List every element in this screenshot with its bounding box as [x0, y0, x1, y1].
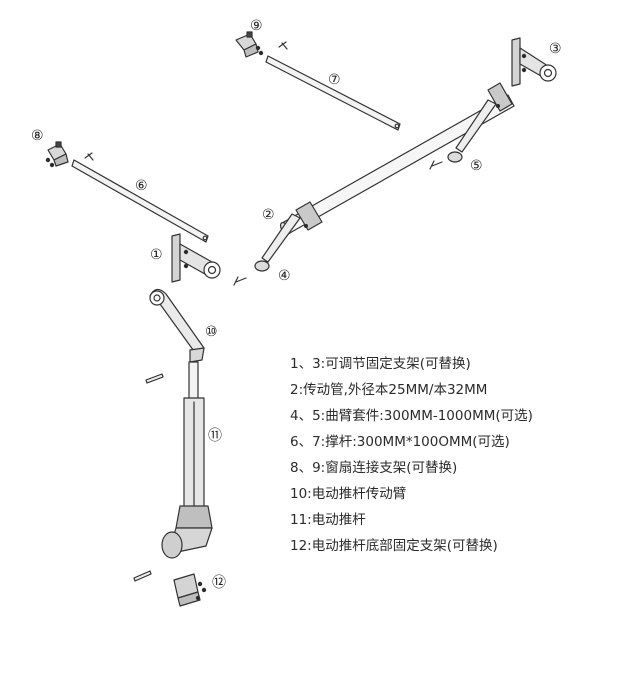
pin-lower [133, 570, 152, 582]
legend-item: 8、9:窗扇连接支架(可替换) [290, 460, 458, 476]
base-bracket-12 [173, 573, 207, 607]
legend-item: 12:电动推杆底部固定支架(可替换) [290, 538, 498, 554]
callout-1: ① [150, 247, 163, 263]
strut-rod-6 [71, 159, 209, 243]
parts-legend: 1、3:可调节固定支架(可替换) 2:传动管,外径本25MM/本32MM 4、5… [290, 351, 610, 559]
strut-rod-7 [265, 55, 401, 131]
callout-11: ⑪ [208, 428, 222, 444]
callout-3: ③ [549, 41, 562, 57]
callout-6: ⑥ [135, 178, 148, 194]
callouts: ① ② ③ ④ ⑤ ⑥ ⑦ ⑧ ⑨ ⑩ ⑪ ⑫ [31, 18, 562, 591]
callout-10: ⑩ [205, 324, 218, 340]
legend-item: 4、5:曲臂套件:300MM-1000MM(可选) [290, 408, 533, 424]
callout-2: ② [262, 207, 275, 223]
callout-7: ⑦ [328, 72, 341, 88]
electric-actuator-11 [161, 361, 213, 559]
legend-item: 2:传动管,外径本25MM/本32MM [290, 382, 488, 398]
adjustable-bracket-3 [511, 37, 557, 87]
legend-item: 11:电动推杆 [290, 512, 366, 528]
pin-upper [145, 373, 164, 384]
sash-bracket-8 [45, 141, 94, 168]
crank-arm-5 [429, 99, 497, 170]
callout-5: ⑤ [470, 158, 483, 174]
legend-item: 10:电动推杆传动臂 [290, 486, 407, 502]
callout-12: ⑫ [212, 575, 226, 591]
adjustable-bracket-1 [171, 233, 221, 283]
callout-4: ④ [278, 268, 291, 284]
sash-bracket-9 [235, 31, 288, 58]
legend-item: 1、3:可调节固定支架(可替换) [290, 356, 471, 372]
actuator-drive-arm-10 [149, 288, 205, 363]
legend-item: 6、7:撑杆:300MM*100OMM(可选) [290, 434, 510, 450]
callout-8: ⑧ [31, 128, 44, 144]
crank-arm-4 [233, 213, 301, 286]
callout-9: ⑨ [250, 18, 263, 34]
